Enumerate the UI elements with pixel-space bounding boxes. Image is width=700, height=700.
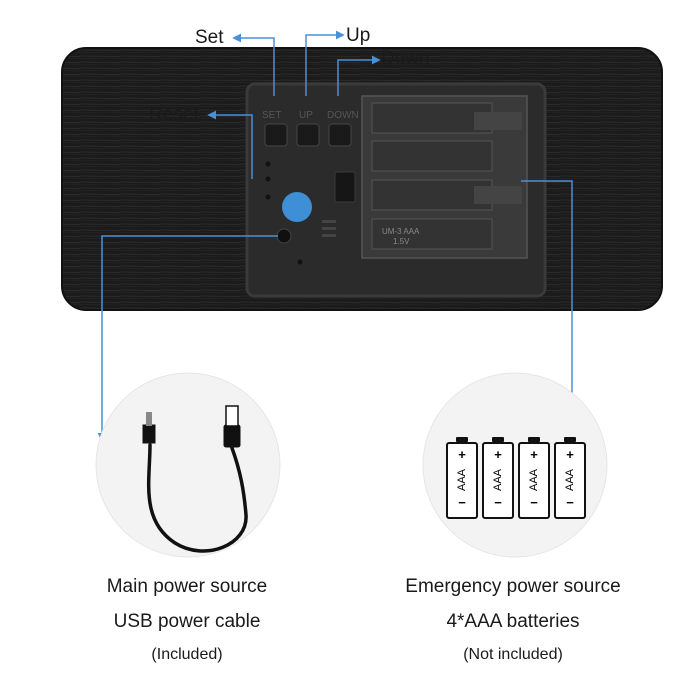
right-panel-title: Emergency power source [405,576,621,597]
callout-set: Set [195,27,224,48]
button-down [328,123,352,147]
battery-compartment [361,95,528,259]
usb-sticker [282,192,312,222]
left-panel-title: Main power source [106,576,268,597]
usb-cable-icon [142,405,248,553]
callout-down: Down [381,48,430,69]
button-set [264,123,288,147]
battery-cell-label: UM-3 AAA [382,227,420,236]
battery-icon: + AAA − [554,437,586,519]
hole [297,259,303,265]
left-panel-note: (Included) [151,646,223,663]
right-panel-note: (Not included) [463,646,563,663]
callout-reset: Reset [149,104,199,125]
battery-icon: + AAA − [446,437,478,519]
battery-icons: + AAA − + AAA − + AAA − + AAA − [446,437,586,519]
battery-icon: + AAA − [482,437,514,519]
vent [322,227,336,230]
leader-lines [97,30,577,442]
left-panel-subtitle: USB power cable [113,611,261,632]
vent [322,220,336,223]
callout-up: Up [346,25,371,46]
usb-port [276,228,292,244]
right-panel-subtitle: 4*AAA batteries [446,611,580,632]
hole [265,161,271,167]
battery-cell-voltage: 1.5V [393,237,410,246]
vent [322,234,336,237]
switch [334,171,356,203]
button-up [296,123,320,147]
battery-icon: + AAA − [518,437,550,519]
device-label-set: SET [262,110,282,121]
hole [265,194,271,200]
device-label-down: DOWN [327,110,359,121]
hole [265,176,271,182]
device-label-up: UP [299,110,313,121]
usb-cable-circle [95,372,281,558]
